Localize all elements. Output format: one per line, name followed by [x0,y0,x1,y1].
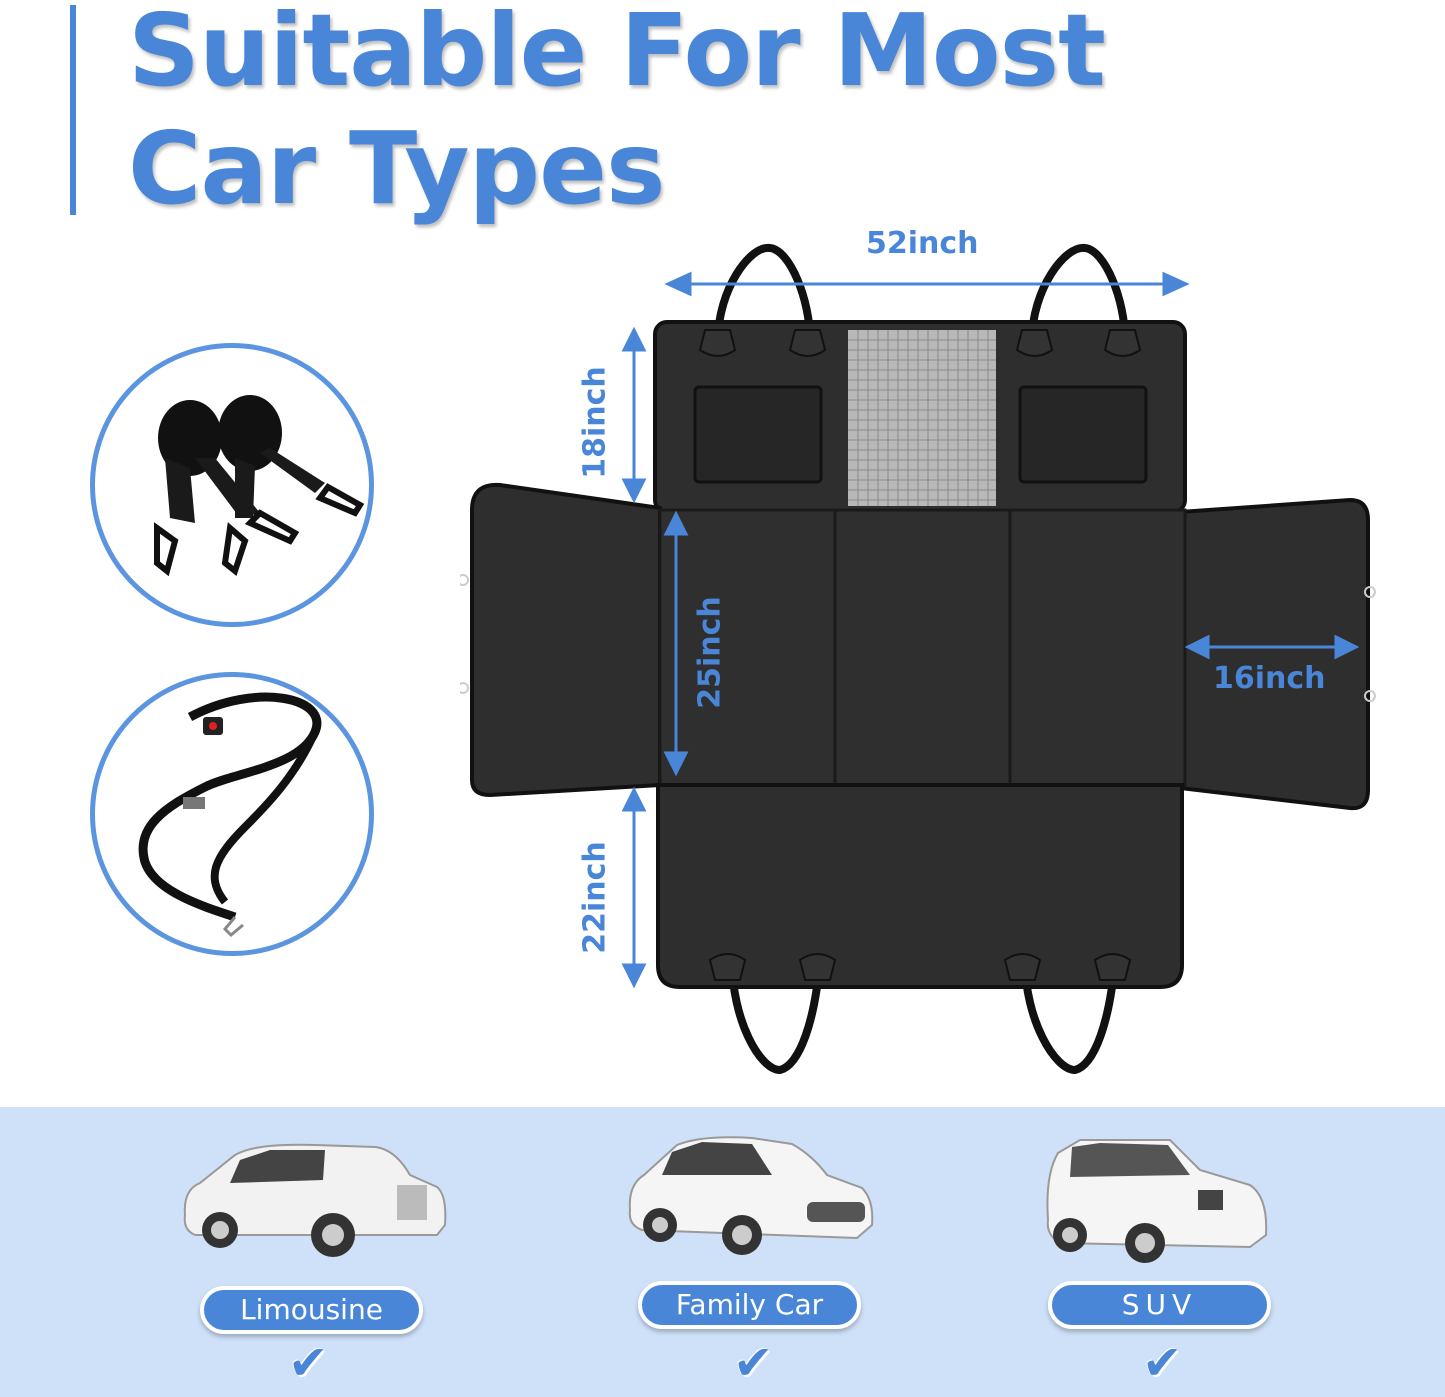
back-height-dimension-label: 18inch [577,366,613,479]
anchor-straps-icon [154,395,365,577]
page-title: Suitable For Most Car Types [128,0,1106,228]
car-type-limousine: Limousine [200,1286,423,1334]
title-line-2: Car Types [128,110,665,227]
width-dimension-label: 52inch [866,226,979,261]
headrest-straps [714,243,1129,1075]
straps-accessory-circle [90,343,374,627]
car-type-label: SUV [1121,1288,1198,1321]
checkmark-icon: ✔ [733,1335,774,1391]
limousine-car-icon [183,1143,447,1257]
checkmark-icon: ✔ [1142,1335,1183,1391]
bottom-flap-dimension-label: 22inch [577,841,613,954]
seat-depth-dimension-label: 25inch [692,596,728,709]
car-type-suv: SUV [1048,1281,1271,1329]
title-accent-bar [70,5,76,215]
car-type-family-car: Family Car [638,1281,861,1329]
family-car-icon [628,1136,874,1255]
car-type-label: Family Car [675,1288,824,1321]
seat-belt-leash-icon [138,692,322,938]
seat-cover-diagram [460,243,1376,1075]
flap-width-dimension-label: 16inch [1213,661,1326,696]
car-type-label: Limousine [240,1293,383,1326]
suv-car-icon [1046,1139,1268,1263]
title-line-1: Suitable For Most [128,0,1106,109]
leash-accessory-circle [90,672,374,956]
checkmark-icon: ✔ [288,1335,329,1391]
